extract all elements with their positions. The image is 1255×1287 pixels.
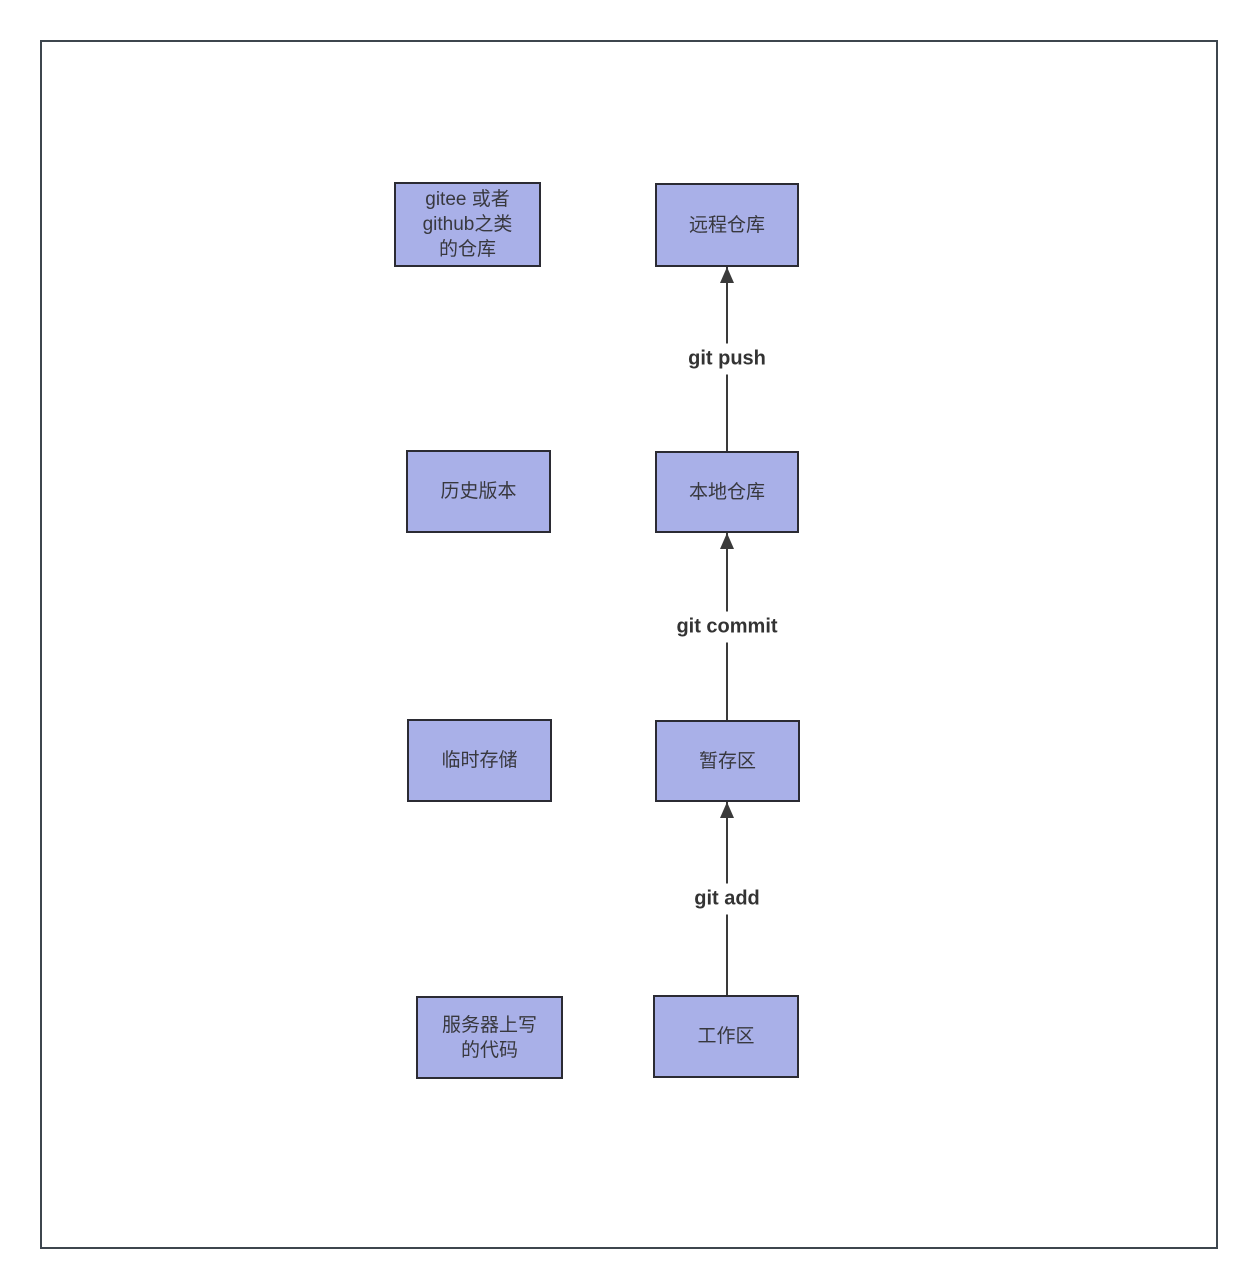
node-gitee-github-repo: gitee 或者 github之类 的仓库 [394, 182, 541, 267]
edge-git-add: git add [688, 802, 766, 995]
node-workspace: 工作区 [653, 995, 799, 1078]
arrow-up-icon [720, 533, 734, 549]
node-local-repo: 本地仓库 [655, 451, 799, 533]
arrow-up-icon [720, 802, 734, 818]
edge-label-git-add: git add [688, 883, 766, 914]
edge-label-git-commit: git commit [670, 611, 784, 642]
node-remote-repo: 远程仓库 [655, 183, 799, 267]
edge-git-commit: git commit [670, 533, 784, 720]
edge-git-push: git push [682, 267, 772, 451]
node-server-code: 服务器上写 的代码 [416, 996, 563, 1079]
canvas-frame [40, 40, 1218, 1249]
edge-label-git-push: git push [682, 343, 772, 375]
node-temp-storage: 临时存储 [407, 719, 552, 802]
node-staging-area: 暂存区 [655, 720, 800, 802]
arrow-up-icon [720, 267, 734, 283]
node-history-version: 历史版本 [406, 450, 551, 533]
